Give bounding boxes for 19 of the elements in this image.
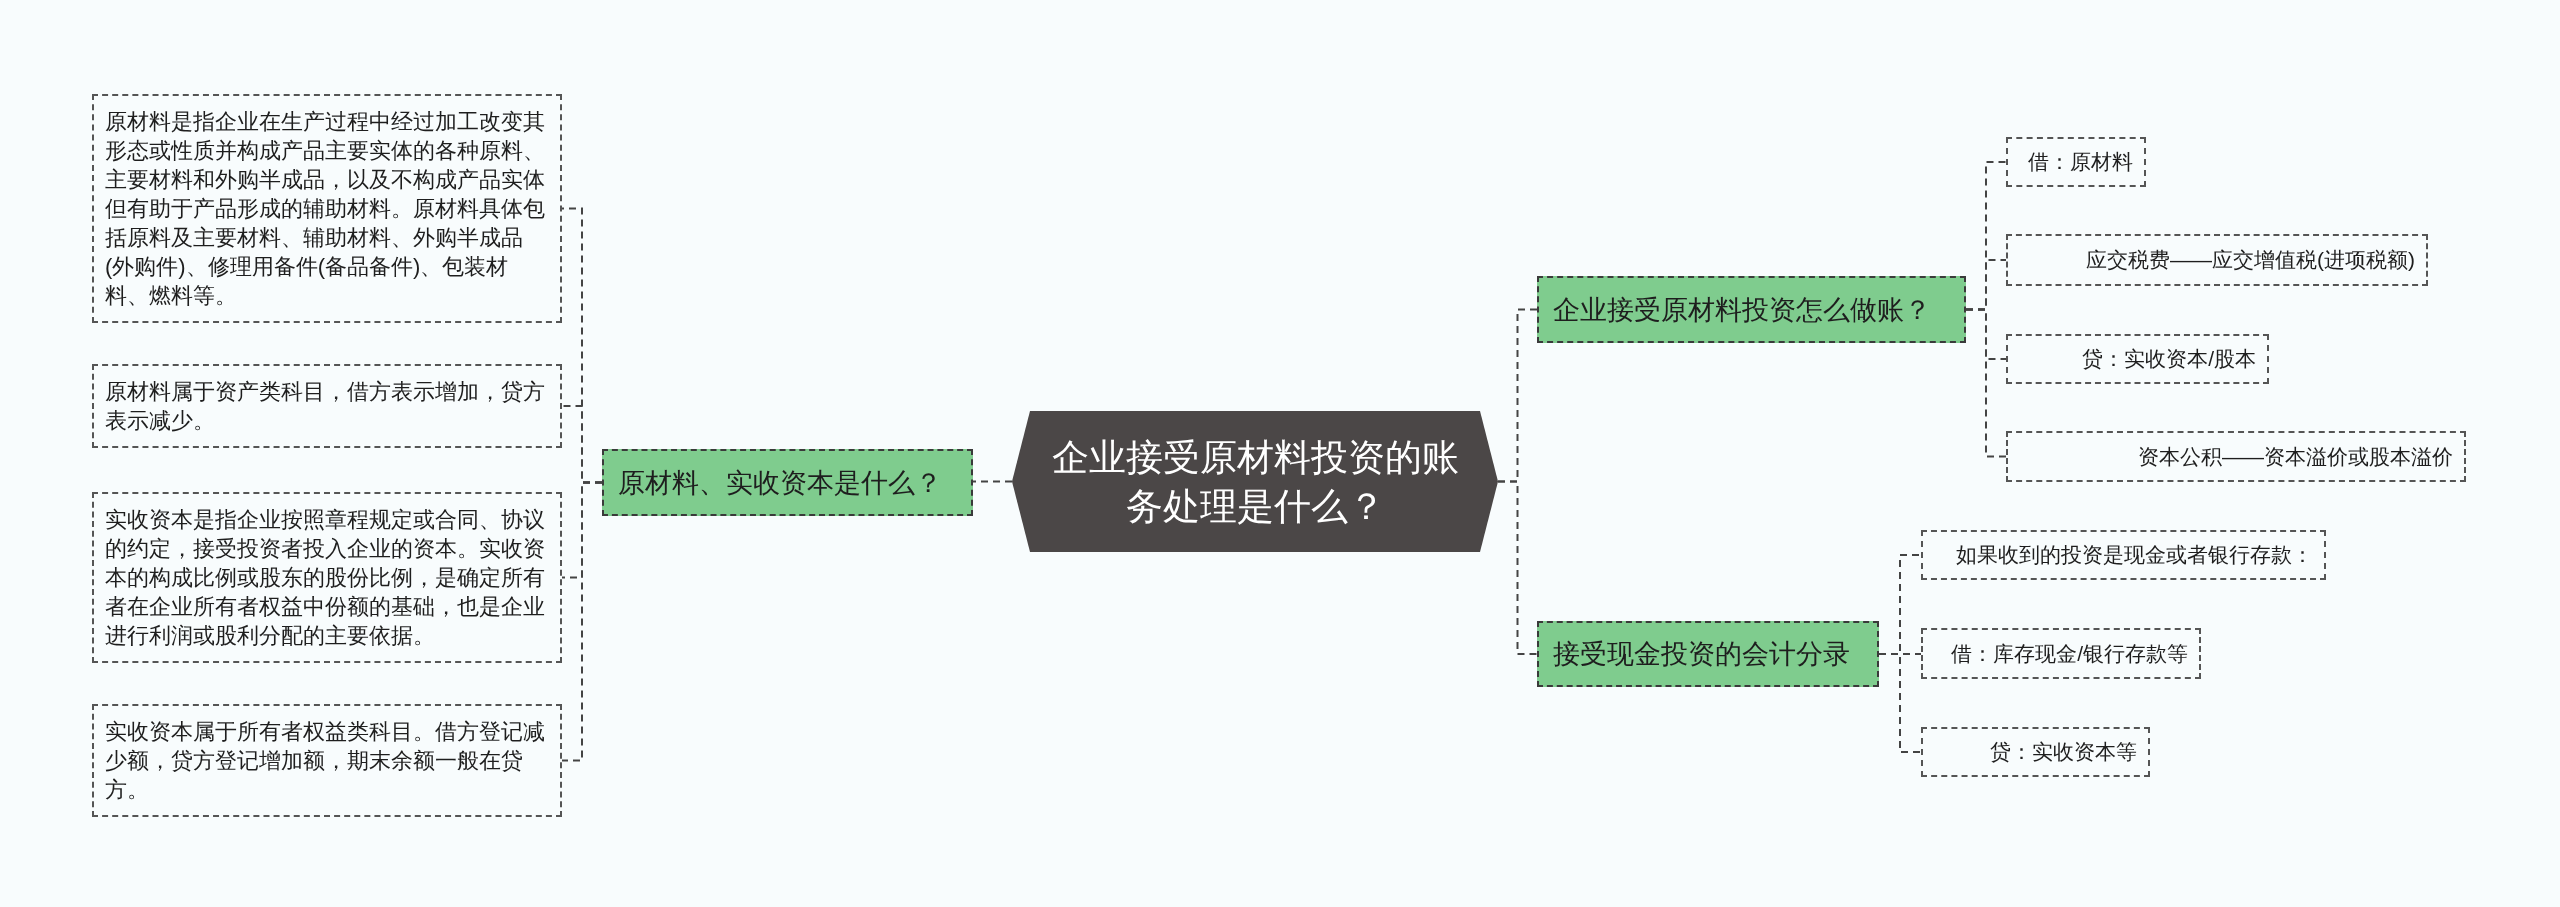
- subtopic-node: 原材料、实收资本是什么？: [602, 449, 973, 516]
- note-text-node: 原材料是指企业在生产过程中经过加工改变其形态或性质并构成产品主要实体的各种原料、主要材料和外购半成品，以及不构成产品实体但有助于产品形成的辅助材料。原材料具体包括原料及主要材料、辅助材料、外购半成品(外购件)、修理用备件(备品备件)、包装材料、燃料等。: [92, 94, 562, 323]
- connector-line: [1497, 480, 1538, 655]
- entry-node: 贷：实收资本等: [1921, 727, 2150, 777]
- entry-node: 如果收到的投资是现金或者银行存款：: [1921, 530, 2326, 580]
- entry-node: 资本公积——资本溢价或股本溢价: [2006, 431, 2466, 482]
- connector-line: [1965, 308, 2007, 458]
- entry-node: 借：原材料: [2006, 137, 2146, 187]
- note-text-node: 原材料属于资产类科目，借方表示增加，贷方表示减少。: [92, 364, 562, 448]
- subtopic-node: 接受现金投资的会计分录: [1537, 621, 1879, 687]
- connector-line: [972, 480, 1013, 483]
- subtopic-node: 企业接受原材料投资怎么做账？: [1537, 276, 1966, 343]
- entry-node: 贷：实收资本/股本: [2006, 334, 2269, 384]
- connector-line: [1878, 653, 1922, 753]
- note-text-node: 实收资本是指企业按照章程规定或合同、协议的约定，接受投资者投入企业的资本。实收资本的构成比例或股东的股份比例，是确定所有者在企业所有者权益中份额的基础，也是企业进行利润或股利分配的主要依据。: [92, 492, 562, 663]
- note-text-node: 实收资本属于所有者权益类科目。借方登记减少额，贷方登记增加额，期末余额一般在贷方。: [92, 704, 562, 817]
- entry-node: 应交税费——应交增值税(进项税额): [2006, 234, 2428, 286]
- connector-line: [561, 481, 603, 762]
- entry-node: 借：库存现金/银行存款等: [1921, 628, 2201, 679]
